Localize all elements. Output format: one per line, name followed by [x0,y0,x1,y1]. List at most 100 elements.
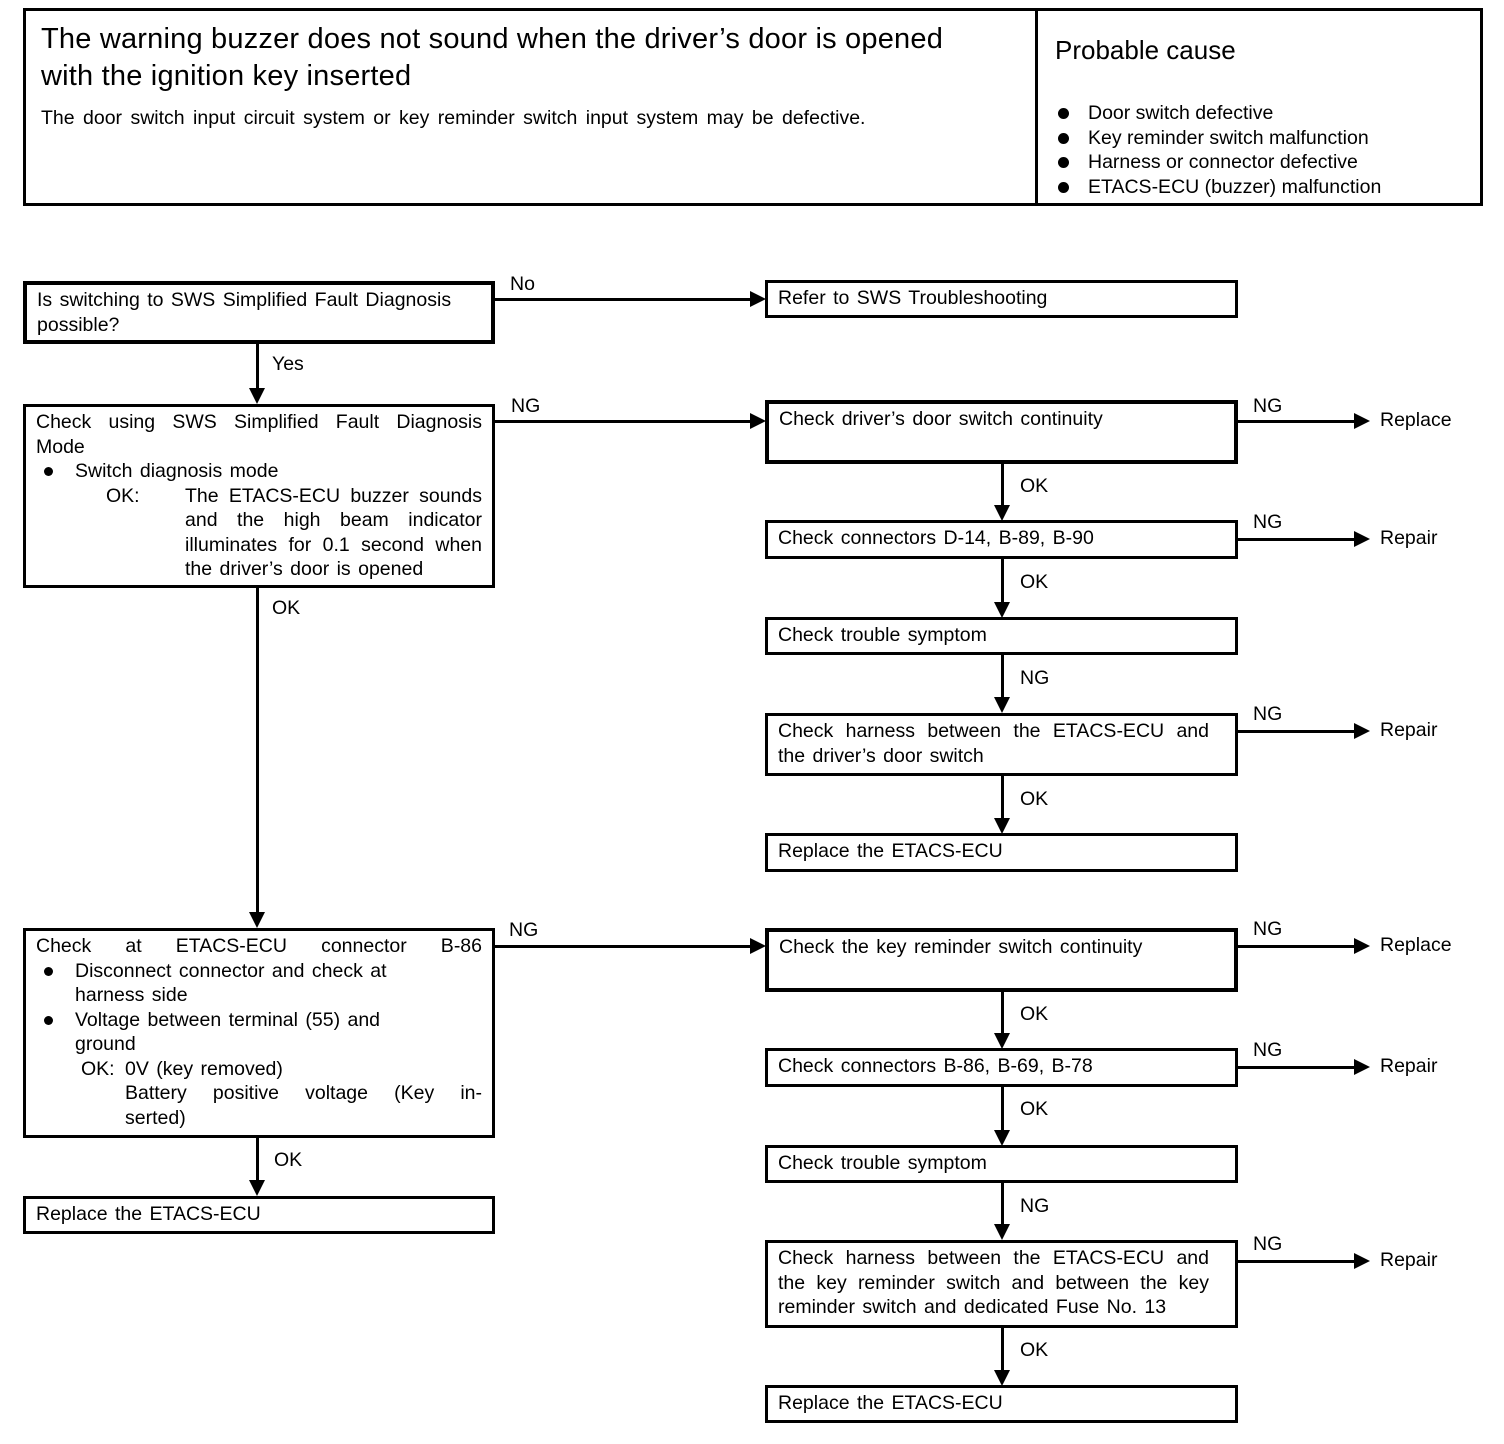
connector-line [1001,1183,1004,1226]
arrowhead-down-icon [994,505,1010,521]
bullet-icon [1058,108,1069,119]
edge-label: NG [1020,1195,1050,1217]
edge-label: No [510,273,535,295]
node-text: Is switching to SWS Simplified Fault Dia… [37,289,452,336]
connector-line [495,945,752,948]
edge-label: OK [1020,788,1049,810]
ok-line: serted) [125,1106,186,1129]
bullet-row: Switch diagnosis mode [36,459,482,484]
node-sws-diagnosis-possible: Is switching to SWS Simplified Fault Dia… [23,281,495,344]
edge-label: NG [1253,1039,1283,1061]
node-text: Check connectors D-14, B-89, B-90 [778,527,1094,549]
terminal-action-label: Replace [1380,934,1452,956]
connector-line [1238,1260,1354,1263]
connector-line [1001,655,1004,699]
list-item: ETACS-ECU (buzzer) malfunction [1055,175,1472,200]
connector-line [495,420,752,423]
page-subtitle: The door switch input circuit system or … [41,107,866,129]
connector-line [1001,776,1004,820]
edge-label: NG [1253,511,1283,533]
edge-label: OK [274,1149,303,1171]
connector-line [1238,730,1354,733]
connector-line [1001,1327,1004,1372]
connector-line [1238,1066,1354,1069]
list-item: Key reminder switch malfunction [1055,126,1472,151]
node-text: Check trouble symptom [778,624,987,646]
node-text: Check connectors B-86, B-69, B-78 [778,1055,1093,1077]
node-text: Replace the ETACS-ECU [778,840,1003,862]
node-text: Check harness between the ETACS-ECU and … [778,1247,1209,1318]
bullet-icon [1058,181,1069,193]
list-item-text: Harness or connector defective [1088,151,1358,173]
node-text: Check the key reminder switch continuity [779,936,1143,958]
arrowhead-down-icon [994,1224,1010,1240]
connector-line [1001,559,1004,604]
arrowhead-right-icon [1354,723,1370,739]
edge-label: OK [1020,571,1049,593]
ok-spec-row: OK: 0V (key removed) Battery positive vo… [81,1057,482,1131]
terminal-action-label: Repair [1380,1055,1438,1077]
node-check-trouble-symptom-key: Check trouble symptom [765,1145,1238,1183]
connector-line [1001,464,1004,507]
bullet-row: Disconnect connector and check at harnes… [36,959,482,1008]
edge-label: NG [1253,1233,1283,1255]
edge-label: OK [1020,1098,1049,1120]
probable-cause-list: Door switch defective Key reminder switc… [1055,101,1472,199]
node-replace-etacs-ecu-key: Replace the ETACS-ECU [765,1385,1238,1423]
arrowhead-right-icon [1354,938,1370,954]
connector-line [256,344,259,390]
arrowhead-right-icon [1354,413,1370,429]
node-text: Check driver’s door switch continuity [779,408,1103,430]
ok-spec-row: OK: The ETACS-ECU buzzer sounds and the … [106,484,482,582]
ok-line: Battery positive voltage (Key in- [125,1082,482,1104]
arrowhead-down-icon [249,388,265,404]
node-check-connectors-door: Check connectors D-14, B-89, B-90 [765,520,1238,559]
ok-text: The ETACS-ECU buzzer sounds and the high… [185,484,482,581]
connector-line [1001,992,1004,1035]
node-text: Replace the ETACS-ECU [36,1203,261,1225]
bullet-icon [1058,157,1069,168]
terminal-action-label: Replace [1380,409,1452,431]
node-title: Check using SWS Simplified Fault Diagnos… [36,411,482,458]
arrowhead-right-icon [1354,1253,1370,1269]
list-item-text: Door switch defective [1088,102,1274,124]
edge-label: Yes [272,353,304,375]
connector-line [256,1138,259,1182]
bullet-row: Voltage between terminal (55) and ground [36,1008,482,1057]
connector-line [495,298,752,301]
edge-label: OK [1020,1339,1049,1361]
bullet-icon [44,966,53,976]
connector-line [256,588,259,914]
arrowhead-down-icon [249,912,265,928]
edge-label: NG [1253,918,1283,940]
ok-text: 0V (key removed) Battery positive voltag… [125,1057,482,1131]
list-item: Door switch defective [1055,101,1472,126]
arrowhead-down-icon [994,697,1010,713]
node-text: Check trouble symptom [778,1152,987,1174]
arrowhead-right-icon [750,413,766,429]
page-title: The warning buzzer does not sound when t… [41,23,944,92]
node-check-trouble-symptom-door: Check trouble symptom [765,617,1238,655]
node-check-key-reminder-continuity: Check the key reminder switch continuity [765,928,1238,992]
node-text: Refer to SWS Troubleshooting [778,287,1048,309]
edge-label: OK [1020,475,1049,497]
bullet-text: Voltage between terminal (55) and ground [75,1008,381,1056]
edge-label: NG [511,395,541,417]
node-refer-sws-troubleshooting: Refer to SWS Troubleshooting [765,280,1238,318]
connector-line [1238,945,1354,948]
arrowhead-down-icon [994,1130,1010,1146]
connector-line [1001,1087,1004,1132]
arrowhead-right-icon [1354,1059,1370,1075]
probable-cause-panel: Probable cause Door switch defective Key… [1035,11,1480,203]
node-replace-etacs-ecu-left: Replace the ETACS-ECU [23,1196,495,1234]
edge-label: NG [1020,667,1050,689]
ok-key: OK: [106,484,140,507]
problem-header-box: The warning buzzer does not sound when t… [23,8,1483,206]
terminal-action-label: Repair [1380,527,1438,549]
arrowhead-down-icon [249,1180,265,1196]
node-replace-etacs-ecu-door: Replace the ETACS-ECU [765,833,1238,872]
arrowhead-right-icon [750,291,766,307]
edge-label: OK [1020,1003,1049,1025]
arrowhead-down-icon [994,602,1010,618]
